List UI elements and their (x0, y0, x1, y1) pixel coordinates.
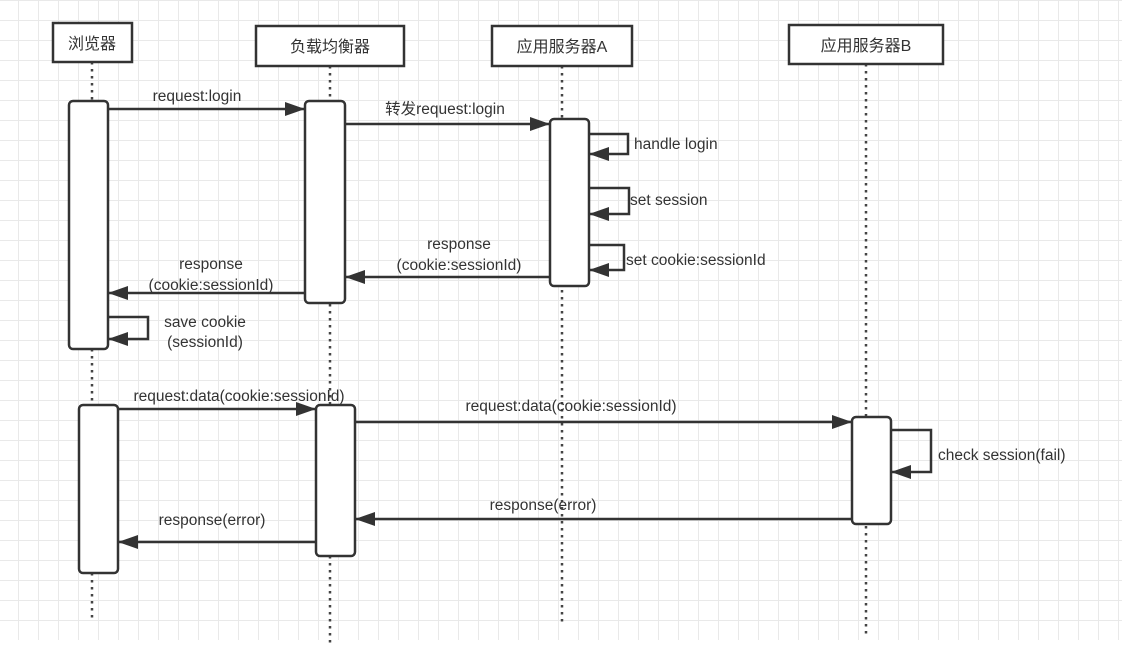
message-label: response(error) (159, 512, 266, 529)
message-label: set cookie:sessionId (626, 252, 766, 269)
message-label: set session (630, 192, 708, 209)
message-label: handle login (634, 136, 718, 153)
message-label-line-1: response (179, 256, 243, 273)
message-label-line-1: save cookie (164, 314, 246, 331)
activation-load-balancer-2[interactable] (314, 403, 357, 558)
activation-server-b-1[interactable] (850, 415, 893, 526)
message-label: 转发request:login (385, 100, 505, 118)
lifelines (90, 62, 868, 643)
message-set-cookie[interactable]: set cookie:sessionId (589, 243, 766, 277)
participant-label: 应用服务器B (821, 36, 912, 55)
activation-server-a-1[interactable] (548, 117, 591, 288)
message-label: response(error) (490, 497, 597, 514)
activation-browser-2[interactable] (77, 403, 120, 575)
message-handle-login[interactable]: handle login (589, 132, 718, 161)
message-response-cookie-lb[interactable]: response (cookie:sessionId) (108, 256, 305, 300)
participant-label: 负载均衡器 (290, 38, 370, 56)
message-forward-request-login[interactable]: 转发request:login (345, 100, 550, 131)
message-request-login[interactable]: request:login (108, 88, 305, 116)
activations (67, 99, 893, 575)
message-check-session[interactable]: check session(fail) (891, 428, 1066, 479)
activation-load-balancer-1[interactable] (303, 99, 347, 305)
message-request-data-lb[interactable]: request:data(cookie:sessionId) (355, 398, 852, 429)
participant-server-b[interactable]: 应用服务器B (787, 23, 945, 66)
message-label: check session(fail) (938, 447, 1066, 464)
message-label-line-2: (cookie:sessionId) (397, 257, 522, 274)
message-label-line-2: (sessionId) (167, 334, 243, 351)
participant-load-balancer[interactable]: 负载均衡器 (254, 24, 406, 68)
message-response-error-lb[interactable]: response(error) (118, 512, 316, 549)
message-label: request:data(cookie:sessionId) (465, 398, 676, 415)
messages: request:login 转发request:login handle log… (108, 88, 1066, 549)
activation-browser-1[interactable] (67, 99, 110, 351)
message-request-data-browser[interactable]: request:data(cookie:sessionId) (118, 388, 345, 416)
message-set-session[interactable]: set session (589, 186, 708, 221)
message-label: request:login (153, 88, 242, 105)
message-label-line-2: (cookie:sessionId) (149, 277, 274, 294)
message-response-error-b[interactable]: response(error) (355, 497, 852, 526)
participant-browser[interactable]: 浏览器 (51, 21, 134, 64)
participant-server-a[interactable]: 应用服务器A (490, 24, 634, 68)
message-save-cookie[interactable]: save cookie (sessionId) (108, 314, 246, 351)
participant-label: 应用服务器A (517, 37, 608, 56)
participant-label: 浏览器 (68, 35, 116, 53)
message-label: request:data(cookie:sessionId) (133, 388, 344, 405)
message-label-line-1: response (427, 236, 491, 253)
message-response-cookie-a[interactable]: response (cookie:sessionId) (345, 236, 550, 284)
